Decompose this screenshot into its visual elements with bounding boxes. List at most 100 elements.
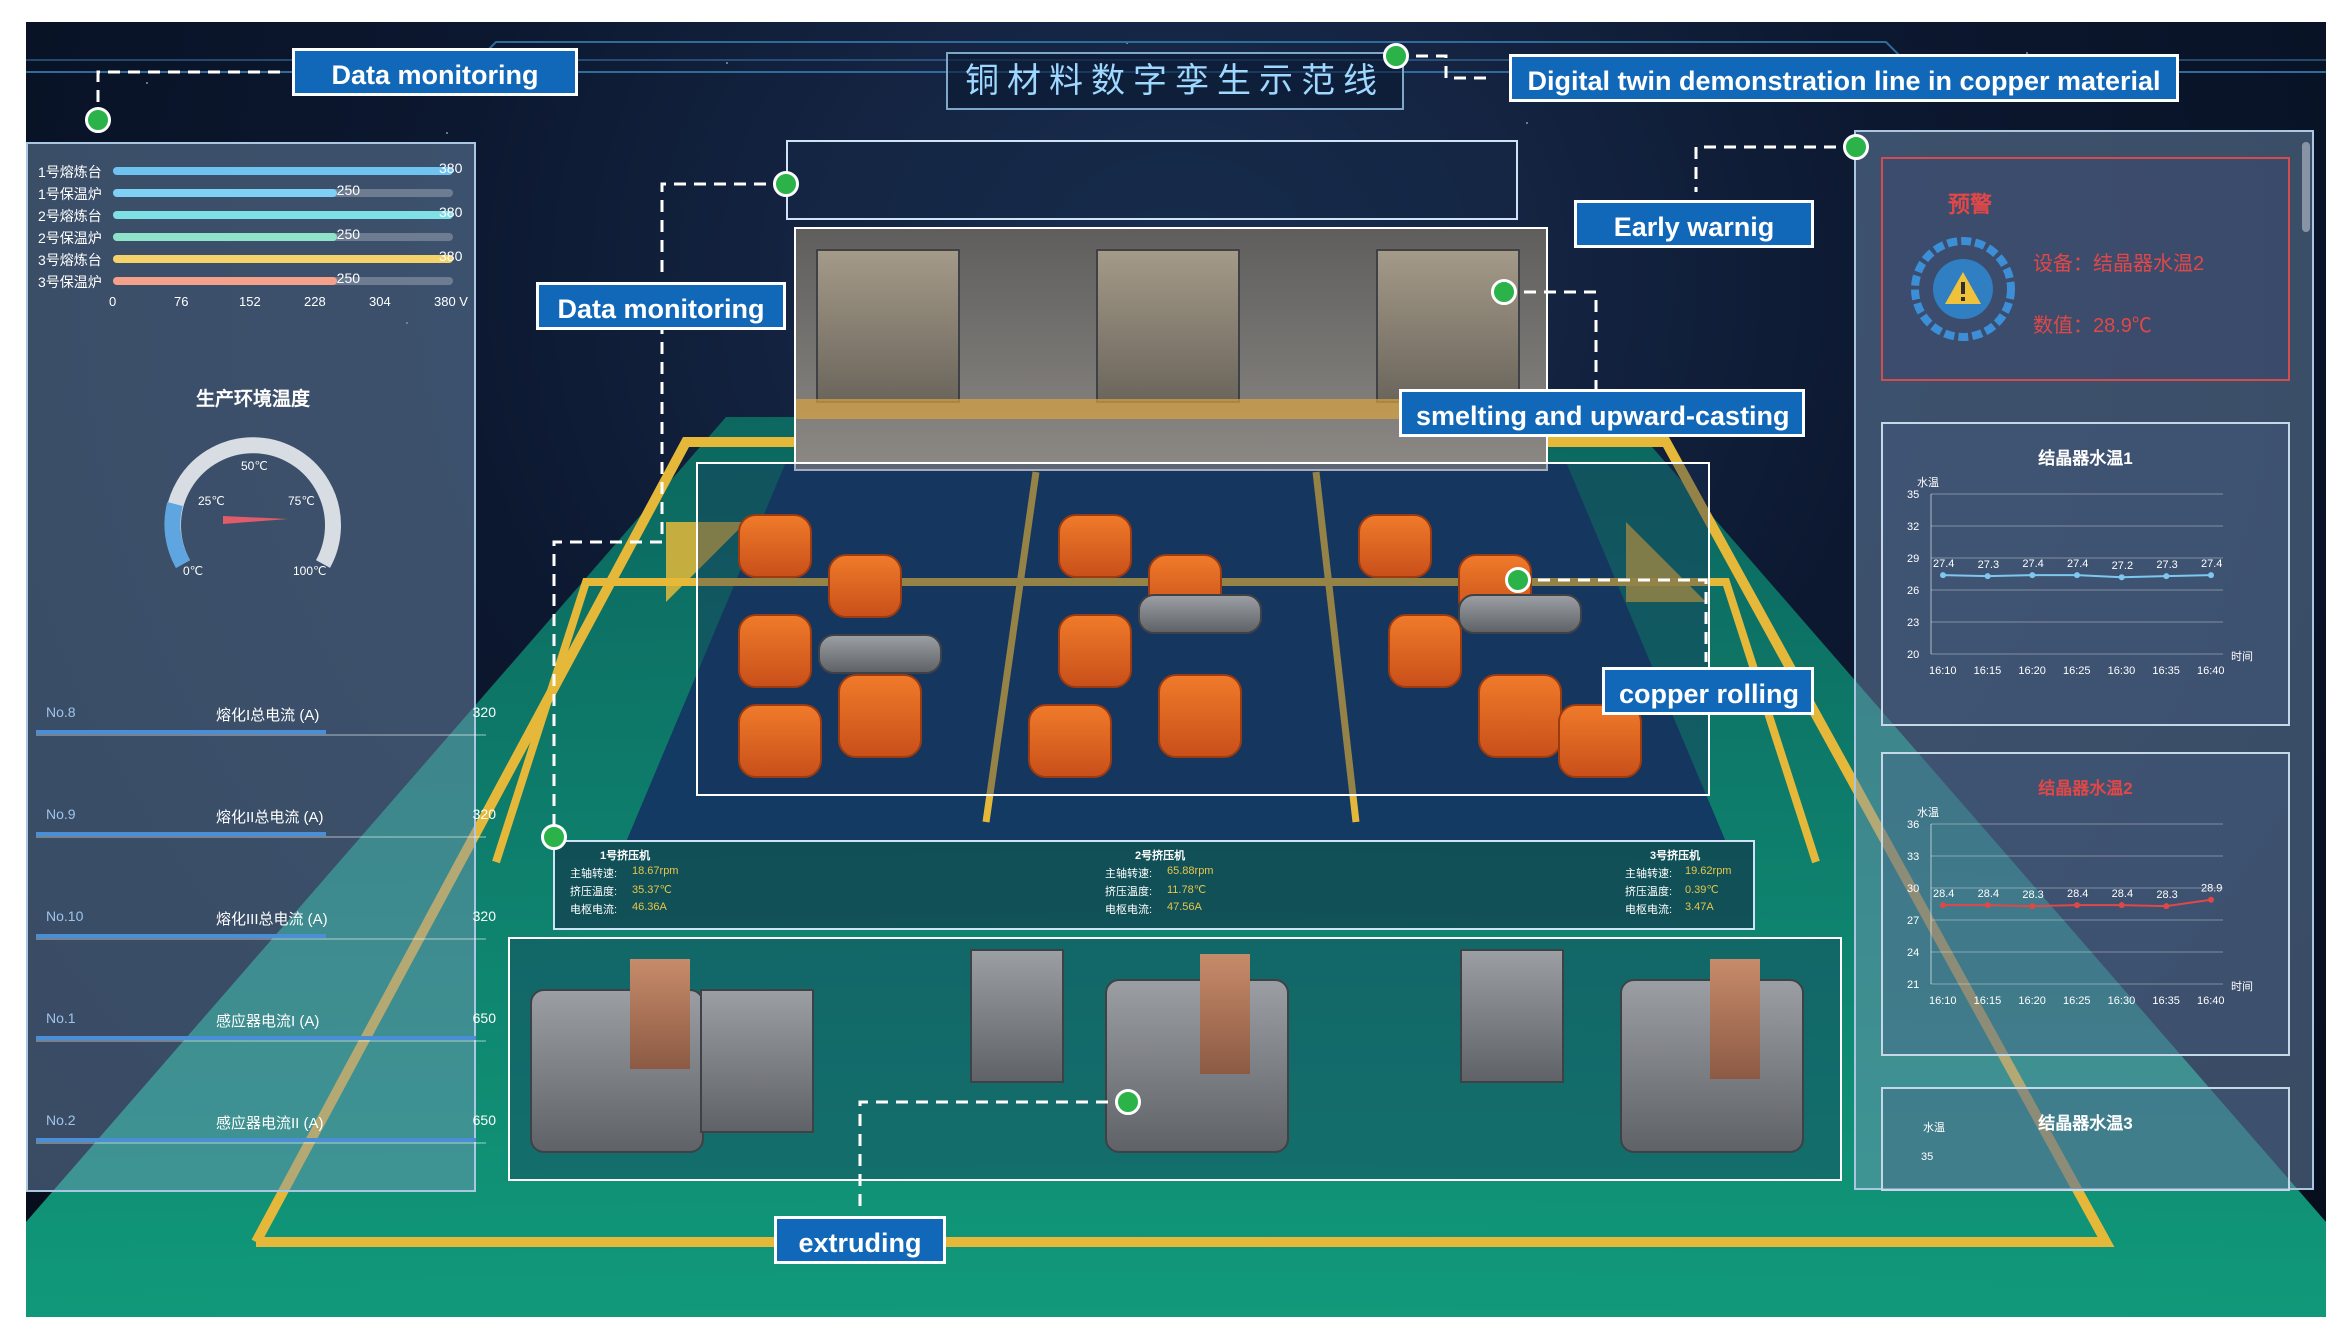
bar-value: 380 <box>439 204 463 220</box>
chart-data-label: 27.4 <box>1933 558 1954 570</box>
chart1-title: 结晶器水温1 <box>2038 449 2133 468</box>
gauge-label-50: 50℃ <box>241 459 268 473</box>
smelting-data-strip <box>786 140 1518 220</box>
chart-y-tick: 26 <box>1907 585 1919 597</box>
chart-data-label: 27.3 <box>2156 559 2177 571</box>
digital-twin-scene: 铜材料数字孪生示范线 1号挤压机 主轴转速:18.67rpm 挤压温度:35.3… <box>26 22 2326 1317</box>
chart-y-tick: 29 <box>1907 553 1919 565</box>
chart-y-tick: 33 <box>1907 851 1919 863</box>
chart-y-tick: 20 <box>1907 649 1919 661</box>
bar-label: 3号熔炼台 <box>38 252 102 268</box>
callout-data-monitoring-top: Data monitoring <box>292 48 578 96</box>
warning-card: 预警 设备：结晶器水温2 数值：28.9℃ <box>1881 157 2290 381</box>
chart-y-tick: 35 <box>1907 489 1919 501</box>
bar-axis-tick: 76 <box>174 294 189 309</box>
callout-early-warning: Early warnig <box>1574 200 1814 248</box>
chart-data-label: 28.4 <box>1933 888 1954 900</box>
chart-y-tick: 21 <box>1907 979 1919 991</box>
warning-value: 数值：28.9℃ <box>2033 315 2152 337</box>
chart-data-label: 27.4 <box>2201 558 2222 570</box>
chart-x-label: 时间 <box>2231 980 2253 993</box>
bar-axis-tick: 0 <box>109 294 117 309</box>
bar-value: 250 <box>336 226 361 242</box>
chart-data-label: 28.4 <box>2067 888 2088 900</box>
warning-device: 设备：结晶器水温2 <box>2033 253 2205 275</box>
bar-fill <box>113 167 453 175</box>
chart-data-label: 28.3 <box>2022 889 2043 901</box>
chart-data-label: 28.4 <box>2112 888 2133 900</box>
chart-y-tick: 27 <box>1907 915 1919 927</box>
bar-value: 380 <box>439 160 463 176</box>
marker-smelting[interactable] <box>1491 279 1517 305</box>
gauge-label-0: 0℃ <box>183 564 204 578</box>
marker-data-monitoring-left[interactable] <box>85 107 111 133</box>
chart-x-tick: 16:35 <box>2152 995 2180 1007</box>
marker-digital-twin[interactable] <box>1383 43 1409 69</box>
chart-point <box>2118 574 2125 581</box>
marker-extruder[interactable] <box>541 824 567 850</box>
chart-x-tick: 16:30 <box>2108 995 2136 1007</box>
bar-axis-tick: 380 V <box>434 294 468 309</box>
callout-extruding: extruding <box>774 1216 946 1264</box>
temperature-gauge: 生产环境温度 0℃ 25℃ 50℃ 75℃ 100℃ <box>38 364 468 604</box>
chart-y-tick: 23 <box>1907 617 1919 629</box>
chart-data-label: 28.4 <box>1978 888 1999 900</box>
rolling-area <box>696 462 1710 796</box>
page-title: 铜材料数字孪生示范线 <box>946 52 1404 110</box>
right-monitoring-panel: 预警 设备：结晶器水温2 数值：28.9℃ 结晶器水温1 水温 35 32 29 26 2… <box>1854 130 2314 1191</box>
chart-point <box>1984 573 1991 580</box>
bar-fill <box>113 233 337 241</box>
chart-point <box>1984 902 1991 909</box>
callout-digital-twin: Digital twin demonstration line in coppe… <box>1509 54 2179 102</box>
chart-x-label: 时间 <box>2231 650 2253 663</box>
chart-data-label: 28.9 <box>2201 883 2222 895</box>
gauge-label-100: 100℃ <box>293 564 327 578</box>
right-scrollbar[interactable] <box>2302 142 2310 232</box>
chart-x-tick: 16:15 <box>1974 665 2002 677</box>
marker-copper-rolling[interactable] <box>1505 567 1531 593</box>
chart3-y-tick: 35 <box>1921 1151 1934 1163</box>
smelting-area <box>794 227 1548 471</box>
chart-x-tick: 16:10 <box>1929 665 1957 677</box>
chart3-y-label: 水温 <box>1923 1122 1945 1134</box>
chart-data-label: 27.2 <box>2112 560 2133 572</box>
chart-x-tick: 16:30 <box>2108 665 2136 677</box>
bar-fill <box>113 189 337 197</box>
marker-extruding[interactable] <box>1115 1089 1141 1115</box>
bar-axis-tick: 228 <box>304 294 326 309</box>
chart-data-label: 27.4 <box>2067 558 2088 570</box>
bar-label: 2号熔炼台 <box>38 208 102 224</box>
gauge-title: 生产环境温度 <box>195 389 310 410</box>
chart3-title: 结晶器水温3 <box>2038 1114 2133 1133</box>
callout-smelting: smelting and upward-casting <box>1399 389 1805 437</box>
bar-label: 3号保温炉 <box>38 274 102 290</box>
callout-copper-rolling: copper rolling <box>1602 667 1814 715</box>
chart-data-label: 27.4 <box>2022 558 2043 570</box>
chart-x-tick: 16:40 <box>2197 665 2225 677</box>
marker-data-monitoring-mid[interactable] <box>773 171 799 197</box>
bar-fill <box>113 277 337 285</box>
chart-point <box>2208 896 2214 903</box>
chart-y-tick: 30 <box>1907 883 1919 895</box>
chart-x-tick: 16:25 <box>2063 995 2091 1007</box>
chart-point <box>2163 903 2170 910</box>
chart-x-tick: 16:10 <box>1929 995 1957 1007</box>
chart-point <box>2029 572 2036 579</box>
chart-point <box>2074 572 2080 579</box>
chart-y-tick: 32 <box>1907 521 1919 533</box>
extruding-area <box>508 937 1842 1181</box>
bar-fill <box>113 211 453 219</box>
chart2-title: 结晶器水温2 <box>2038 779 2133 798</box>
marker-early-warning[interactable] <box>1843 134 1869 160</box>
chart-data-label: 27.3 <box>1978 559 1999 571</box>
chart-point <box>2208 572 2214 579</box>
